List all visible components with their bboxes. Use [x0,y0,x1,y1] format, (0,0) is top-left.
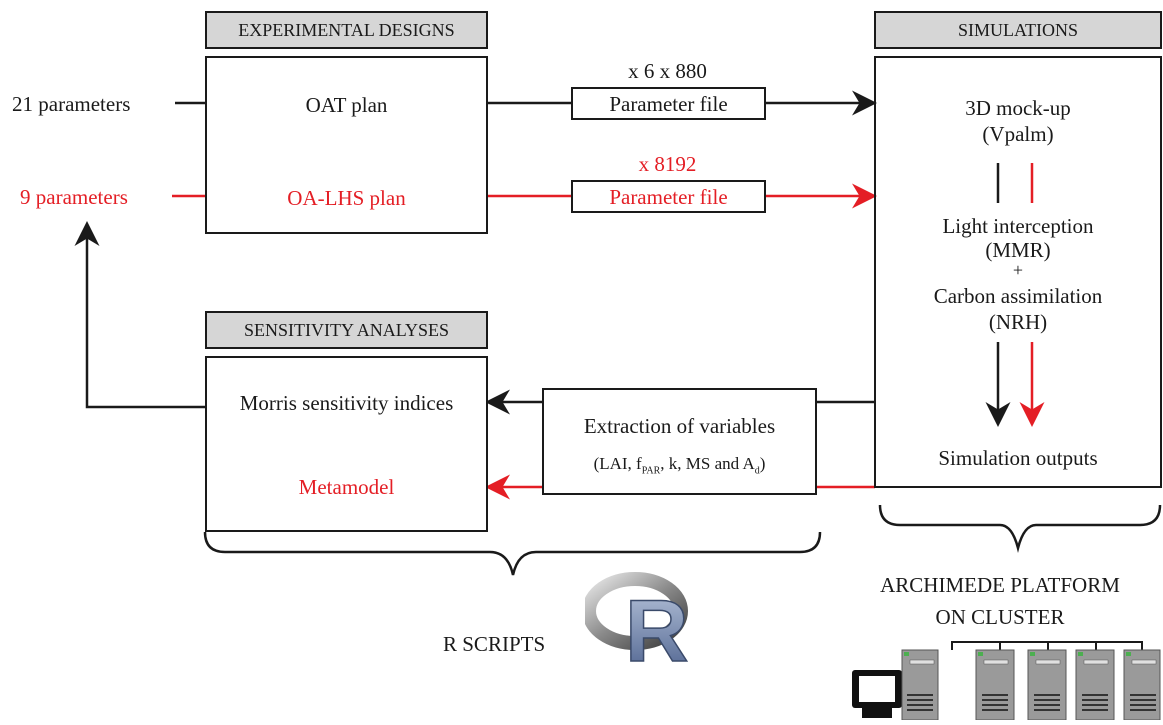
extraction-box: Extraction of variables (LAI, fPAR, k, M… [542,388,817,495]
metamodel-label: Metamodel [298,475,395,499]
lhs-parameter-file-label: Parameter file [609,185,728,209]
simulations-box: 3D mock-up (Vpalm) Light interception (M… [874,56,1162,488]
header-sensitivity-analyses: SENSITIVITY ANALYSES [205,311,488,349]
vpalm-label: (Vpalm) [982,122,1054,146]
sensitivity-analyses-box: Morris sensitivity indices Metamodel [205,356,488,532]
oat-parameters-label: 21 parameters [12,92,131,116]
experimental-designs-box: OAT plan OA-LHS plan [205,56,488,234]
morris-indices-label: Morris sensitivity indices [239,391,454,415]
header-simulations: SIMULATIONS [874,11,1162,49]
server-tower-icon [1027,649,1067,721]
extraction-title: Extraction of variables [583,414,776,438]
nrh-label: (NRH) [988,310,1048,334]
lhs-parameters-label: 9 parameters [20,185,128,209]
oat-parameter-file: Parameter file [571,87,766,120]
platform-label-line2: ON CLUSTER [935,605,1065,629]
svg-text:R: R [625,581,689,667]
feedback-arrow [74,221,206,409]
oat-plan-label: OAT plan [305,93,388,117]
server-tower-icon [975,649,1015,721]
platform-label-line1: ARCHIMEDE PLATFORM [880,573,1120,597]
lhs-count-label: x 8192 [638,152,697,176]
r-logo-icon: R [582,567,697,681]
server-cluster [900,648,1162,721]
simulation-outputs-label: Simulation outputs [938,446,1098,470]
extraction-variables: (LAI, fPAR, k, MS and Ad) [593,454,766,477]
oat-parameter-file-label: Parameter file [609,92,728,116]
server-tower-icon [1123,649,1161,721]
carbon-assimilation-label: Carbon assimilation [933,284,1103,308]
oat-count-label: x 6 x 880 [628,59,707,83]
cluster-brace [878,504,1162,553]
server-tower-icon [901,649,939,721]
light-interception-label: Light interception [942,214,1094,238]
mockup-label: 3D mock-up [965,96,1071,120]
mmr-label: (MMR) [985,238,1051,262]
computer-monitor-icon [850,668,906,720]
plus-sign: + [1012,260,1024,280]
lhs-parameter-file: Parameter file [571,180,766,213]
lhs-plan-label: OA-LHS plan [287,186,406,210]
r-scripts-brace [203,531,822,576]
r-scripts-label: R SCRIPTS [443,632,546,656]
server-tower-icon [1075,649,1115,721]
header-experimental-designs: EXPERIMENTAL DESIGNS [205,11,488,49]
